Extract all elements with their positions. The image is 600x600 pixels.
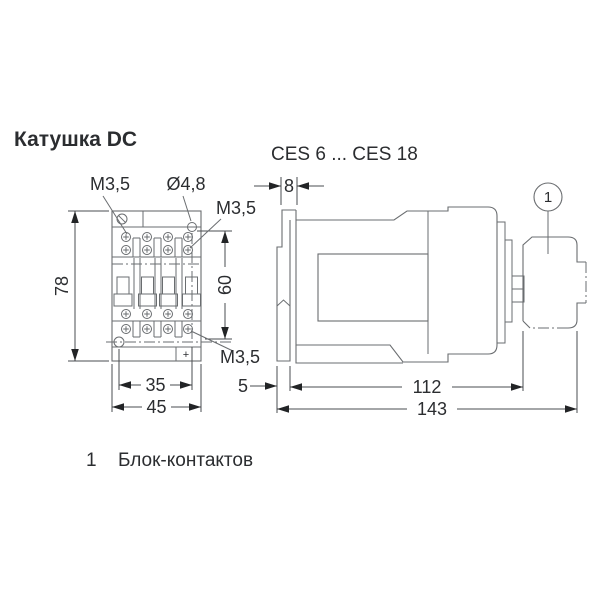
front-body-outline: [111, 210, 202, 362]
legend-item-number: 1: [86, 450, 97, 471]
pole-dividers: [133, 258, 183, 309]
dim-rail-tab-label: 8: [284, 176, 294, 196]
side-body-outline: [295, 206, 498, 363]
coil-body: [317, 253, 429, 322]
dim-body-depth-label: 112: [413, 377, 442, 397]
thread-label-bottom: M3,5: [220, 347, 260, 367]
side-extension-lines: [276, 331, 578, 413]
mounting-hole-top-right: [187, 222, 197, 232]
dim-plate-offset-label: 5: [238, 376, 248, 396]
side-view: 1: [276, 182, 587, 364]
dim-hole-spacing-v-label: 60: [215, 275, 235, 295]
leader-m35-top-left: [102, 195, 128, 235]
dim-height-label: 78: [52, 276, 72, 296]
plus-mark: +: [183, 349, 189, 361]
leader-m35-bottom: [190, 330, 234, 352]
hole-diameter-label: Ø4,8: [166, 174, 205, 194]
front-view: +: [106, 210, 233, 362]
page-title: Катушка DC: [14, 128, 137, 151]
bottom-strip: [112, 346, 201, 361]
mounting-plate: [276, 209, 297, 362]
top-terminal-comb: [112, 237, 201, 258]
dim-width-label: 45: [146, 397, 166, 417]
bottom-terminal-comb: [112, 320, 201, 338]
dim-total-depth-label: 143: [417, 399, 447, 419]
dim-hole-spacing-h-label: 35: [145, 375, 165, 395]
dim-78-lines: [68, 210, 109, 362]
contact-bars: [113, 276, 201, 307]
interface-tab-lower: [511, 288, 525, 303]
side-view-dimensions: 8 5 112 143: [238, 176, 578, 419]
front-view-dimensions: 78 60 35 45 M3,5 Ø4,8 M3,5 M3,5: [52, 174, 260, 417]
aux-contact-block: [522, 236, 586, 329]
base-lip: [295, 345, 403, 364]
coil-screw-slot: [118, 215, 126, 223]
coil-terminal-strip: [112, 211, 201, 228]
leader-m35-top-right: [189, 218, 222, 249]
aux-block-phantom-lines: [530, 262, 587, 329]
callout-number: 1: [544, 189, 552, 206]
product-range-label: CES 6 ... CES 18: [271, 144, 418, 165]
leader-hole-diameter: [182, 195, 192, 222]
interface-tab-upper: [511, 275, 525, 290]
thread-label-top-left: M3,5: [90, 174, 130, 194]
legend-item-label: Блок-контактов: [118, 450, 253, 471]
rail-clip: [276, 299, 291, 307]
front-housing-steps: [497, 221, 513, 344]
dim-8-lines: [254, 177, 324, 205]
thread-label-top-right: M3,5: [216, 198, 256, 218]
legend: 1 Блок-контактов: [86, 450, 253, 471]
